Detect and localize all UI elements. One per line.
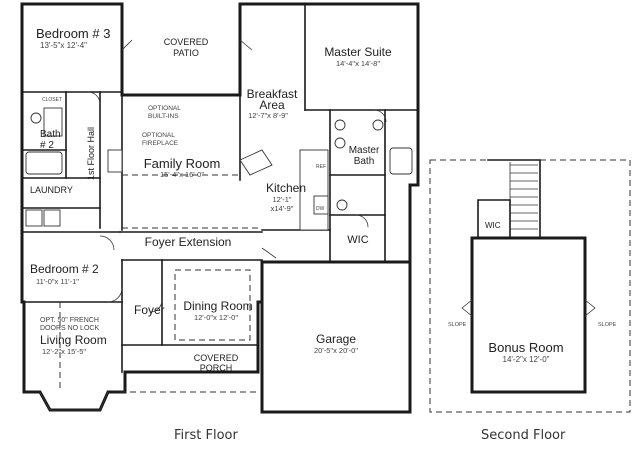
bonus-room-label: Bonus Room — [488, 340, 563, 355]
master-suite-label: Master Suite — [324, 45, 392, 59]
breakfast-dim: 12'-7"x 8'-9" — [248, 111, 288, 120]
hall-label: 1st Floor Hall — [86, 127, 96, 180]
second-floor: WIC Bonus Room 14'-2"x 12'-0" SLOPE SLOP… — [429, 159, 631, 413]
garage-dim: 20'-5"x 20'-0" — [314, 346, 358, 355]
closet-note: CLOSET — [42, 97, 62, 103]
covered-porch-label-2: PORCH — [200, 363, 233, 373]
dining-room-dim: 12'-0"x 12'-0" — [194, 313, 238, 322]
slope-note-left: SLOPE — [448, 322, 467, 328]
living-note-2: DOORS NO LOCK — [40, 325, 99, 332]
covered-patio-label: COVERED — [164, 37, 209, 47]
kitchen-dim: 12'-1" — [272, 195, 291, 204]
living-room-dim: 12'-2"x 15'-5" — [42, 347, 86, 356]
laundry-label: LAUNDRY — [30, 185, 73, 195]
wic2-label: WIC — [485, 221, 501, 230]
breakfast-label-2: Area — [259, 98, 285, 112]
covered-porch-label: COVERED — [194, 353, 239, 363]
bonus-room-dim: 14'-2"x 12'-0" — [503, 355, 550, 364]
dw-note: DW — [316, 206, 325, 212]
opt-fireplace-note: OPTIONAL — [142, 132, 175, 139]
foyer-extension-label: Foyer Extension — [145, 235, 232, 249]
breakfast-label: Breakfast — [247, 87, 298, 101]
kitchen-label: Kitchen — [266, 181, 306, 195]
first-floor-labels: Bedroom # 3 13'-5"x 12'-4" COVERED PATIO… — [30, 26, 392, 373]
bath2-label: Bath — [40, 129, 61, 140]
bedroom3-dim: 13'-5"x 12'-4" — [40, 41, 87, 50]
family-room-dim: 15'-4"x 16'-0" — [160, 170, 204, 179]
door-swings — [87, 39, 387, 313]
living-note: OPT. 50" FRENCH — [40, 317, 99, 324]
living-room-label: Living Room — [40, 333, 107, 347]
opt-builtins-note: OPTIONAL — [148, 105, 181, 112]
covered-patio-label-2: PATIO — [173, 48, 199, 58]
bedroom2-dim: 11'-0"x 11'-1" — [36, 277, 79, 286]
bedroom2-label: Bedroom # 2 — [30, 262, 99, 276]
first-floor-walls — [20, 2, 420, 414]
first-floor-caption: First Floor — [174, 428, 238, 443]
foyer-label: Foyer — [134, 303, 165, 317]
master-bath-label-2: Bath — [354, 156, 375, 167]
bedroom3-label: Bedroom # 3 — [36, 26, 110, 41]
opt-builtins-note-2: BUILT-INS — [148, 113, 179, 120]
master-suite-dim: 14'-4"x 14'-8" — [336, 59, 380, 68]
garage-label: Garage — [316, 332, 356, 346]
bath2-label-2: # 2 — [40, 140, 54, 151]
master-bath-label: Master — [349, 145, 380, 156]
dining-room-label: Dining Room — [183, 299, 252, 313]
wic-label: WIC — [347, 234, 368, 246]
vault-lines — [59, 174, 262, 393]
opt-fireplace-note-2: FIREPLACE — [142, 140, 179, 147]
ref-note: REF — [316, 164, 326, 170]
kitchen-dim-2: x14'-9" — [271, 204, 294, 213]
family-room-label: Family Room — [144, 156, 221, 171]
slope-note-right: SLOPE — [598, 322, 617, 328]
second-floor-caption: Second Floor — [481, 428, 566, 443]
fixtures — [25, 107, 413, 411]
